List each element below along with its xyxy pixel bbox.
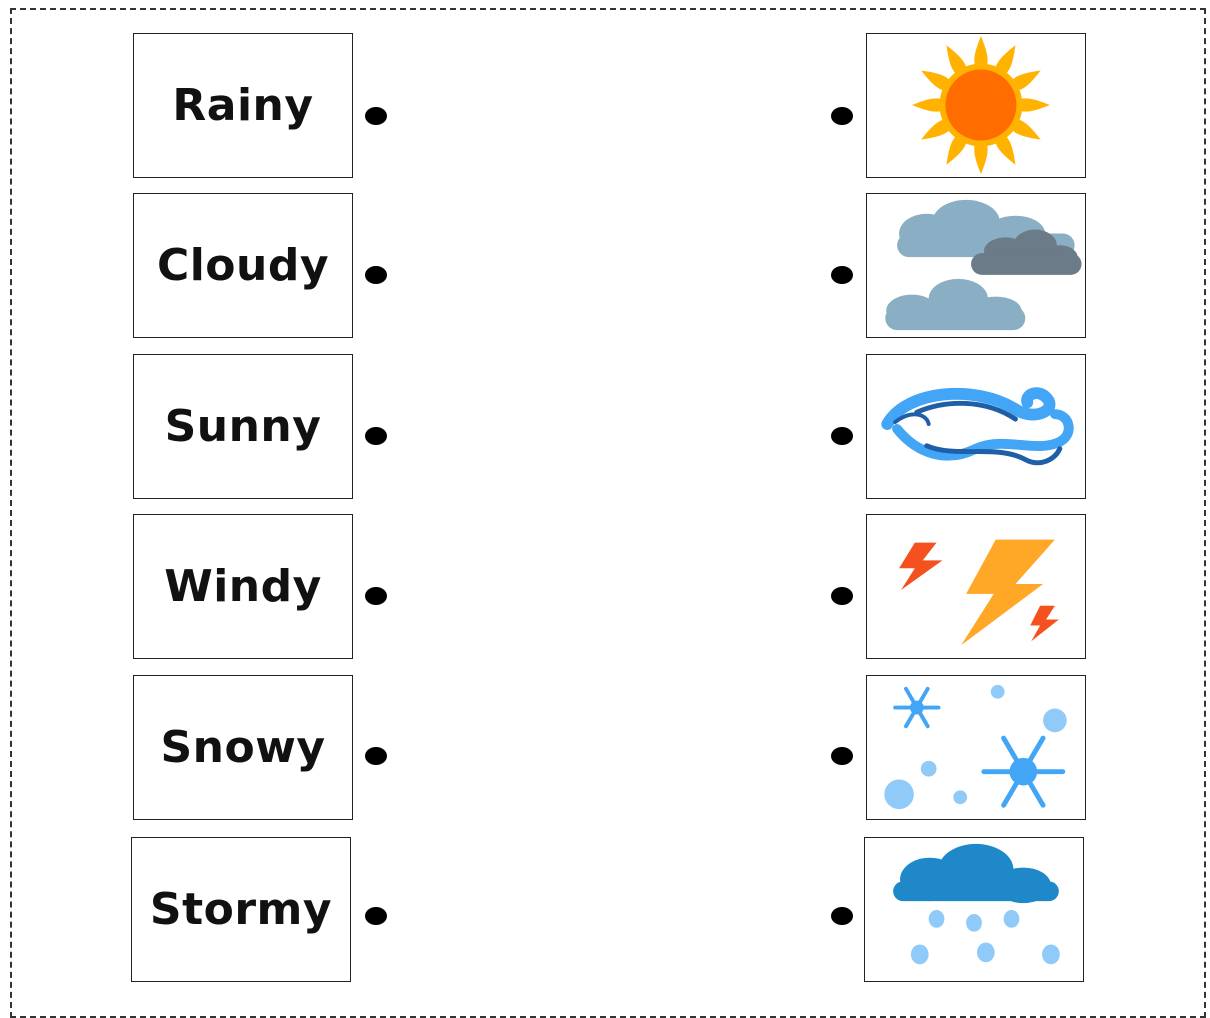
lightning-icon — [899, 539, 1059, 646]
sun-icon — [911, 35, 1050, 175]
word-card-5[interactable]: Snowy — [133, 675, 353, 820]
picture-card-1[interactable] — [866, 33, 1086, 178]
left-match-dot-1[interactable] — [365, 107, 387, 125]
picture-card-6[interactable] — [864, 837, 1084, 982]
left-match-dot-2[interactable] — [365, 266, 387, 284]
wind-icon — [881, 387, 1074, 466]
right-match-dot-2[interactable] — [831, 266, 853, 284]
picture-card-3[interactable] — [866, 354, 1086, 499]
right-match-dot-4[interactable] — [831, 587, 853, 605]
snowflakes-icon — [884, 684, 1067, 810]
word-card-6[interactable]: Stormy — [131, 837, 351, 982]
clouds-icon — [885, 199, 1082, 331]
word-label: Rainy — [172, 80, 314, 131]
right-match-dot-3[interactable] — [831, 427, 853, 445]
left-match-dot-3[interactable] — [365, 427, 387, 445]
right-match-dot-6[interactable] — [831, 907, 853, 925]
word-card-1[interactable]: Rainy — [133, 33, 353, 178]
word-label: Cloudy — [156, 240, 330, 291]
word-card-2[interactable]: Cloudy — [133, 193, 353, 338]
picture-card-5[interactable] — [866, 675, 1086, 820]
rain-cloud-icon — [893, 843, 1060, 965]
right-match-dot-5[interactable] — [831, 747, 853, 765]
left-match-dot-5[interactable] — [365, 747, 387, 765]
word-card-4[interactable]: Windy — [133, 514, 353, 659]
word-label: Stormy — [149, 884, 333, 935]
left-match-dot-4[interactable] — [365, 587, 387, 605]
word-label: Sunny — [164, 401, 322, 452]
picture-card-4[interactable] — [866, 514, 1086, 659]
word-label: Windy — [164, 561, 322, 612]
word-label: Snowy — [160, 722, 326, 773]
picture-card-2[interactable] — [866, 193, 1086, 338]
word-card-3[interactable]: Sunny — [133, 354, 353, 499]
right-match-dot-1[interactable] — [831, 107, 853, 125]
left-match-dot-6[interactable] — [365, 907, 387, 925]
